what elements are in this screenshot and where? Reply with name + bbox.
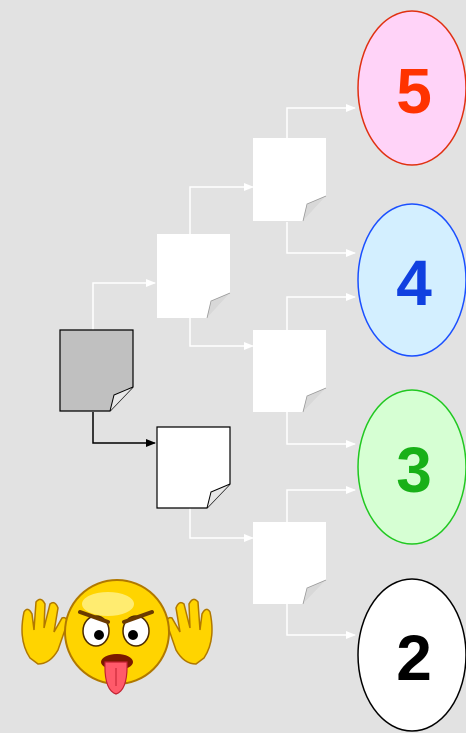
outcome-5: 5 [358,11,466,165]
connector-start-to-highlight [93,412,155,443]
connector-lower-to-3 [287,490,355,522]
connector-upper-to-top [190,187,253,234]
connector-lower-to-2 [287,604,355,635]
angry-tongue-smiley-icon [22,580,212,694]
document-lower [253,522,326,604]
document-start [60,330,133,411]
connector-start-to-upper [93,283,155,330]
connector-upper-to-middle [190,318,253,346]
document-top [253,138,326,221]
outcome-2: 2 [358,579,466,731]
document-highlighted [157,427,230,508]
connector-top-to-4 [287,222,355,253]
document-middle [253,330,326,412]
outcome-3-label: 3 [396,434,432,506]
outcome-4: 4 [358,204,466,356]
outcome-5-label: 5 [396,55,432,127]
connector-top-to-5 [287,108,355,138]
connector-middle-to-4 [287,297,355,330]
outcome-3: 3 [358,390,466,544]
connector-middle-to-3 [287,412,355,444]
outcome-4-label: 4 [396,247,432,319]
connector-highlight-to-lower [190,508,253,538]
document-upper [157,234,230,318]
outcome-2-label: 2 [396,622,432,694]
